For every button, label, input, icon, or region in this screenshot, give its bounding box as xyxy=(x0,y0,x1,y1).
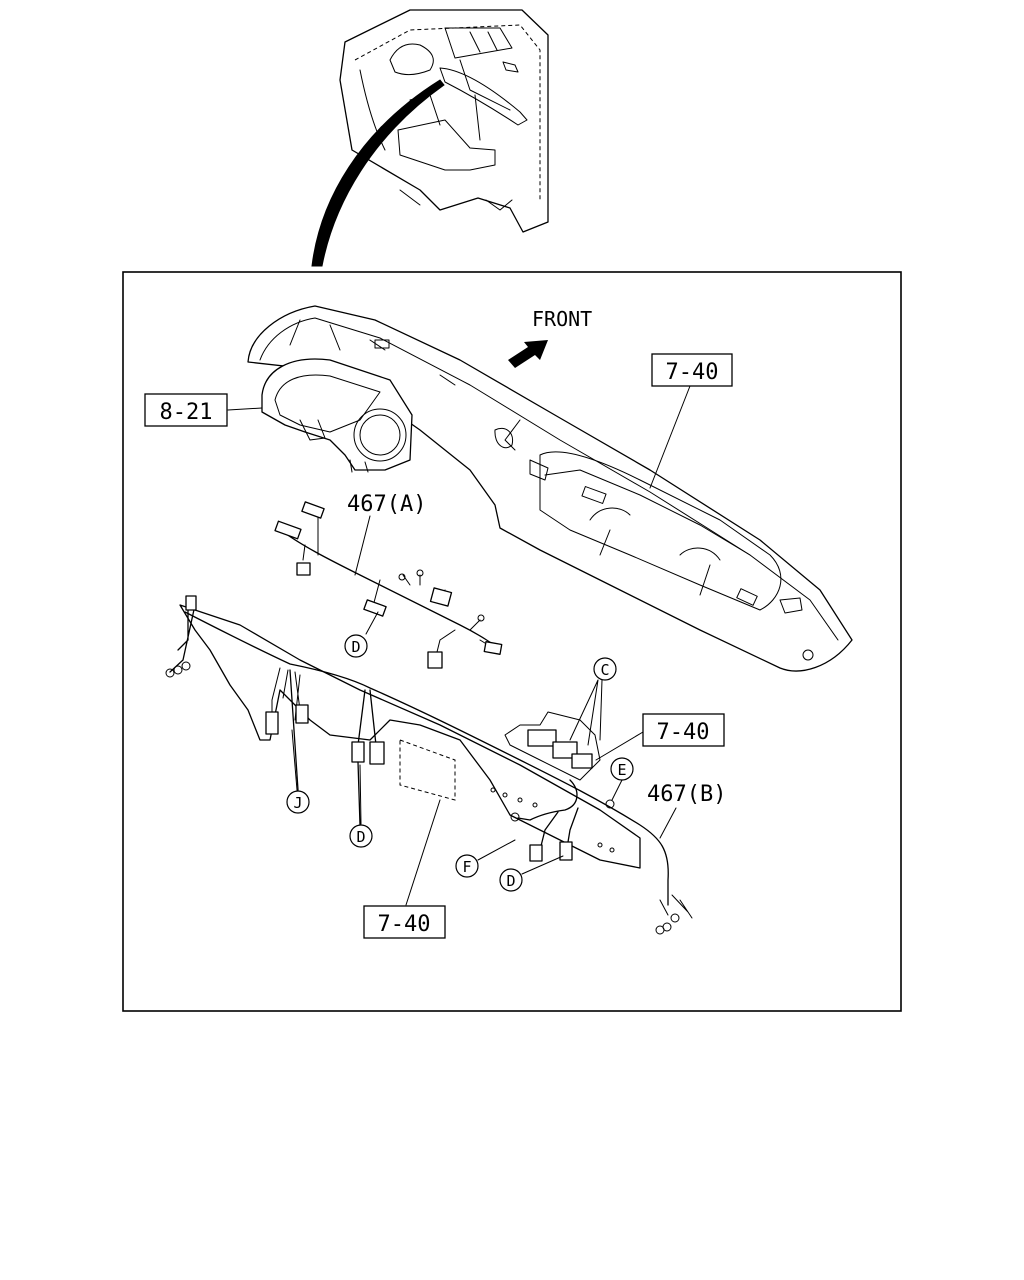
front-direction-indicator: FRONT xyxy=(508,307,592,368)
ref-box-7-40-mid: 7-40 xyxy=(642,713,725,747)
ref-box-7-40-top: 7-40 xyxy=(651,353,733,387)
connector-f-callout: F xyxy=(455,854,479,878)
connector-c-callout: C xyxy=(593,657,617,681)
ref-7-40-top-label: 7-40 xyxy=(666,360,719,385)
connector-e-callout: E xyxy=(610,757,634,781)
front-arrow-icon xyxy=(508,340,548,368)
detail-frame xyxy=(122,271,902,1012)
ref-box-7-40-bottom: 7-40 xyxy=(363,905,446,939)
connector-d-upper-label: D xyxy=(351,638,360,656)
harness-467b-label: 467(B) xyxy=(647,782,726,807)
harness-467a-label: 467(A) xyxy=(347,492,426,517)
connector-f-label: F xyxy=(462,858,471,876)
ref-8-21-label: 8-21 xyxy=(160,400,213,425)
connector-e-label: E xyxy=(617,761,626,779)
ref-7-40-mid-label: 7-40 xyxy=(657,720,710,745)
instrument-panel xyxy=(247,305,853,672)
connector-d-upper-callout: D xyxy=(344,634,368,658)
ref-7-40-bottom-label: 7-40 xyxy=(378,912,431,937)
inset-leader-line xyxy=(311,79,445,267)
leader-lines xyxy=(227,385,691,906)
front-label: FRONT xyxy=(532,307,592,331)
harness-467b xyxy=(165,595,693,935)
connector-j-label: J xyxy=(293,794,302,812)
connector-d-lower-right-callout: D xyxy=(499,868,523,892)
connector-d-lower-left-callout: D xyxy=(349,824,373,848)
meter-cluster xyxy=(261,358,413,473)
cab-locator-inset xyxy=(339,9,549,233)
ref-box-8-21: 8-21 xyxy=(144,393,228,427)
connector-j-callout: J xyxy=(286,790,310,814)
connector-d-lower-right-label: D xyxy=(506,872,515,890)
connector-d-lower-left-label: D xyxy=(356,828,365,846)
harness-467a xyxy=(274,501,503,669)
connector-c-label: C xyxy=(600,661,609,679)
